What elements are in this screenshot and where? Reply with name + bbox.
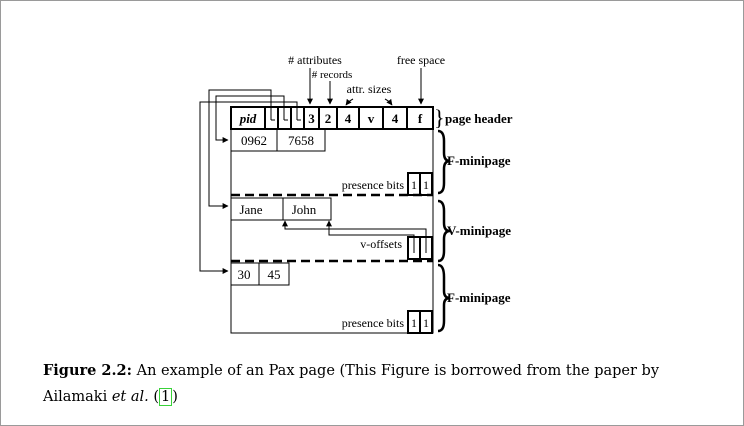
header-cell [406, 106, 434, 130]
pointer-f-minipage-2 [199, 101, 298, 274]
f1-value-1: 0962 [241, 133, 267, 148]
caption-cite-open: ( [148, 389, 160, 405]
header-cell-text: pid [239, 111, 257, 126]
v-value-2: John [292, 202, 317, 217]
page-header-row [230, 106, 434, 130]
f2-presence-label: presence bits [342, 316, 405, 330]
figure-caption: Figure 2.2: An example of an Pax page (T… [43, 358, 703, 410]
v-offsets-label: v-offsets [360, 237, 402, 251]
page-header-brace: } [434, 105, 445, 130]
f1-value-2: 7658 [288, 133, 314, 148]
citation-link[interactable]: 1 [159, 388, 173, 406]
pax-page-diagram: # attributes # records free space attr. … [199, 53, 513, 334]
f1-brace [437, 129, 451, 195]
f1-minipage-label: F-minipage [447, 153, 511, 168]
f2-bit-1: 1 [411, 316, 417, 330]
attributes-label: # attributes [288, 53, 342, 67]
f2-value-2: 45 [268, 267, 281, 282]
header-cell-text: v [368, 111, 375, 126]
header-cell-text: 2 [325, 111, 332, 126]
header-cell-text: 4 [345, 111, 352, 126]
f1-presence-label: presence bits [342, 178, 405, 192]
f1-bit-1: 1 [411, 178, 417, 192]
f2-value-1: 30 [238, 267, 251, 282]
header-cell-text: 4 [392, 111, 399, 126]
v-minipage-label: V-minipage [447, 223, 511, 238]
free-space-label: free space [397, 53, 445, 67]
records-label: # records [312, 69, 353, 81]
caption-text: An example of an Pax page (This Figure i… [43, 363, 660, 405]
f2-minipage-label: F-minipage [447, 290, 511, 305]
attr-sizes-label: attr. sizes [347, 82, 392, 96]
caption-etal: et al. [111, 389, 149, 405]
page-header-label: page header [445, 111, 513, 126]
v-offset-arrow-john [326, 220, 415, 253]
pointer-v-minipage [208, 89, 272, 209]
v-value-1: Jane [239, 202, 262, 217]
v-value-cell-2 [282, 197, 332, 221]
header-cell-text: 3 [308, 111, 315, 126]
f2-bit-2: 1 [423, 316, 429, 330]
attr-sizes-arrow-right [384, 98, 393, 106]
attr-sizes-arrow-left [345, 98, 354, 106]
caption-cite-close: ) [172, 389, 178, 405]
f2-value-cell-2 [258, 262, 290, 286]
header-cell-text: f [418, 111, 423, 126]
pointer-f-minipage-1 [215, 95, 285, 143]
v-offset-arrow-jane [282, 220, 427, 253]
f2-brace [437, 263, 451, 333]
v-brace [437, 199, 451, 263]
figure-number: Figure 2.2: [43, 362, 132, 379]
f1-value-cell-2 [276, 128, 326, 152]
f1-bit-2: 1 [423, 178, 429, 192]
